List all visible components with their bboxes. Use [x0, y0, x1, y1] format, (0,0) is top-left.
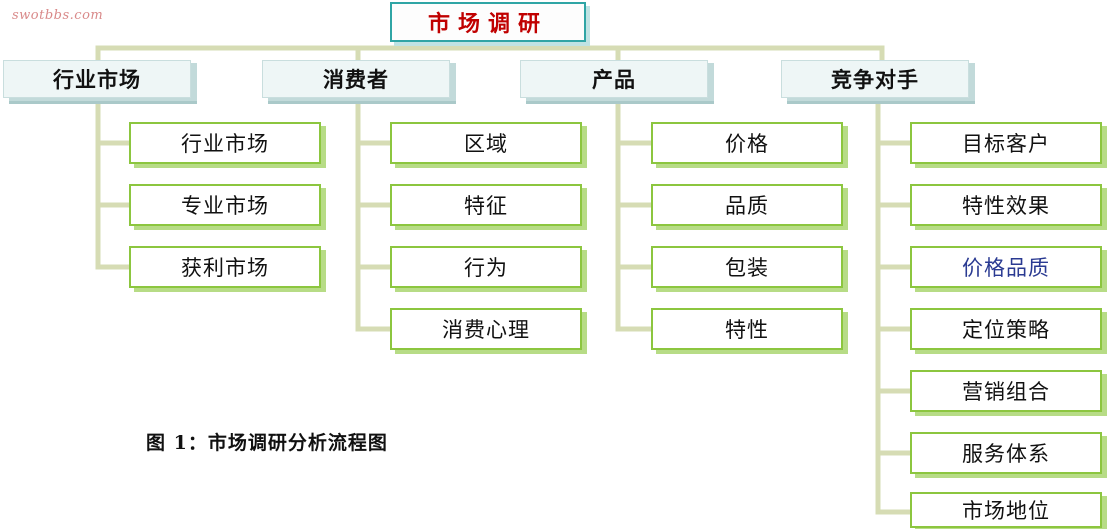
item-behavior: 行为 — [390, 246, 582, 288]
item-positioning-strategy: 定位策略 — [910, 308, 1102, 350]
item-profit-market: 获利市场 — [129, 246, 321, 288]
item-price-quality: 价格品质 — [910, 246, 1102, 288]
figure-caption: 图 1：市场调研分析流程图 — [146, 432, 388, 454]
item-service-system: 服务体系 — [910, 432, 1102, 474]
item-target-customer: 目标客户 — [910, 122, 1102, 164]
item-characteristics: 特征 — [390, 184, 582, 226]
item-market-position: 市场地位 — [910, 492, 1102, 528]
watermark: swotbbs.com — [12, 8, 104, 23]
item-feature-effect: 特性效果 — [910, 184, 1102, 226]
item-consumer-psychology: 消费心理 — [390, 308, 582, 350]
item-price: 价格 — [651, 122, 843, 164]
root-node: 市场调研 — [390, 2, 586, 42]
category-industry-market: 行业市场 — [3, 60, 191, 98]
category-consumer: 消费者 — [262, 60, 450, 98]
item-region: 区域 — [390, 122, 582, 164]
item-quality: 品质 — [651, 184, 843, 226]
category-competitor: 竞争对手 — [781, 60, 969, 98]
item-industry-market: 行业市场 — [129, 122, 321, 164]
item-features: 特性 — [651, 308, 843, 350]
item-marketing-mix: 营销组合 — [910, 370, 1102, 412]
item-professional-market: 专业市场 — [129, 184, 321, 226]
category-product: 产品 — [520, 60, 708, 98]
item-packaging: 包装 — [651, 246, 843, 288]
